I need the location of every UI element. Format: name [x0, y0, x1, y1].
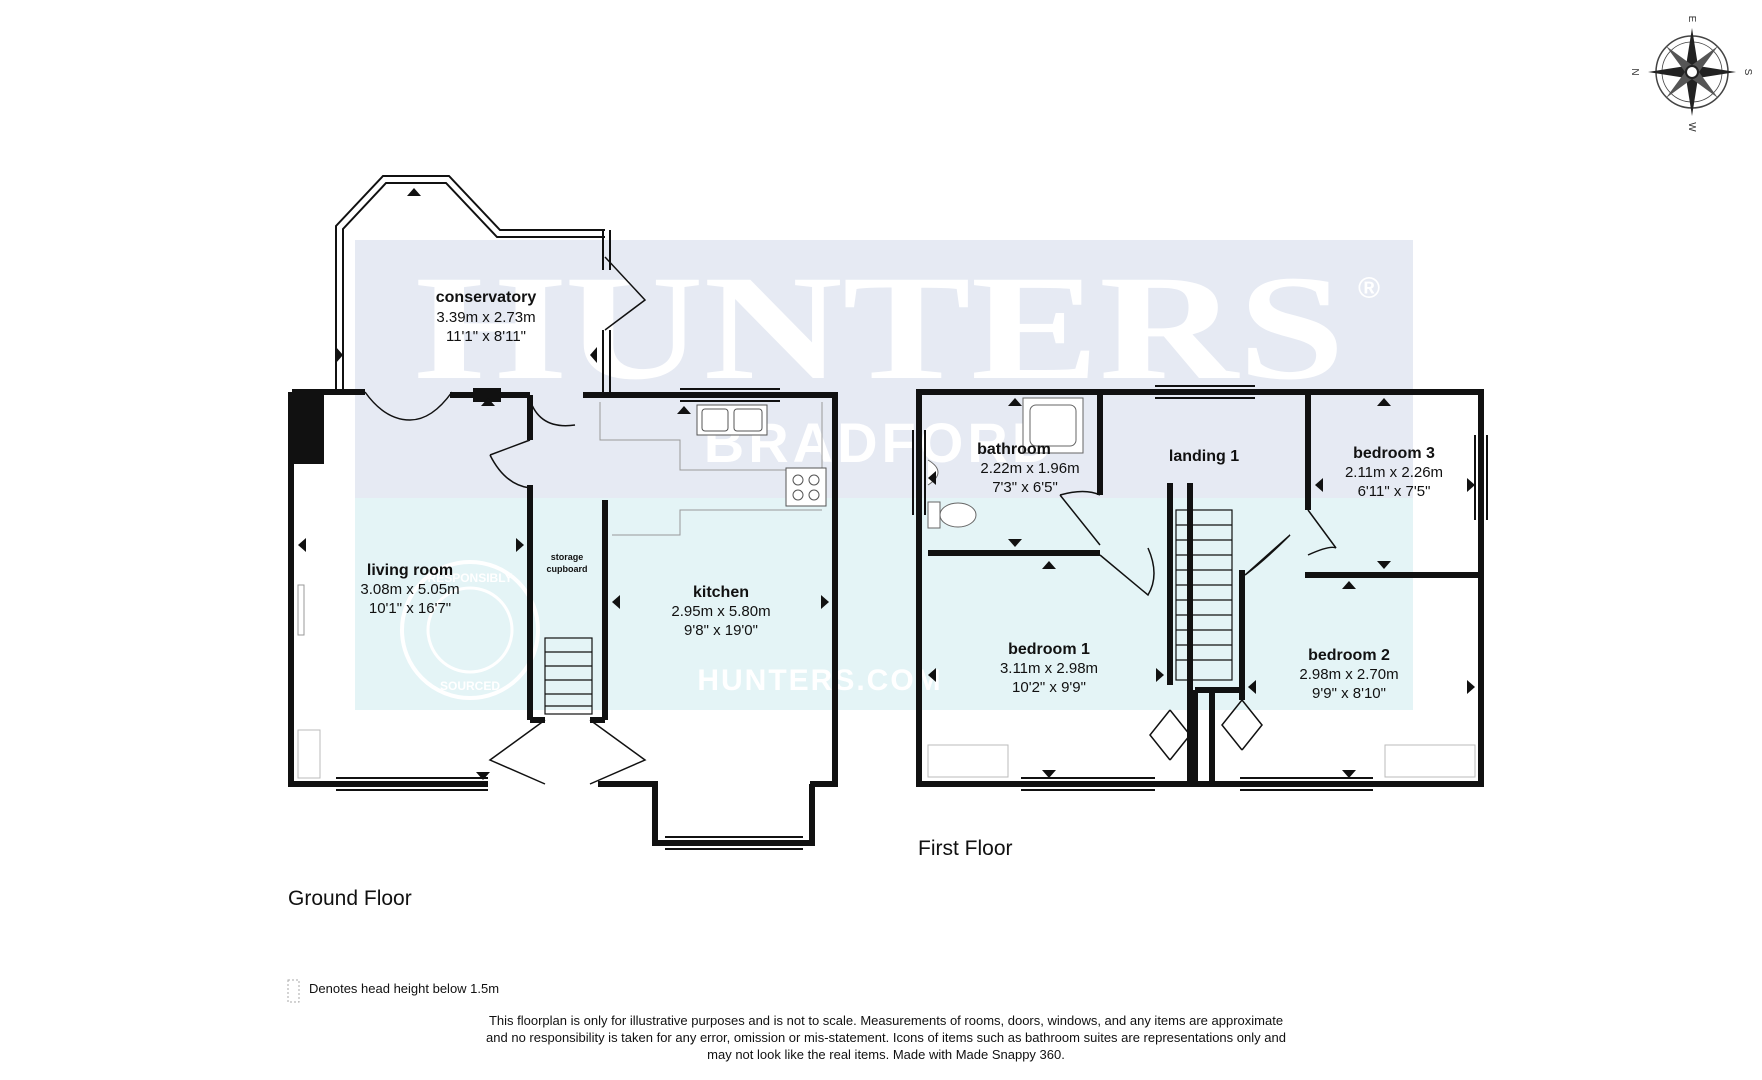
ground-room-labels: conservatory 3.39m x 2.73m 11'1" x 8'11"… [288, 289, 771, 910]
watermark-registered: ® [1358, 272, 1380, 305]
bedroom2-name: bedroom 2 [1308, 647, 1390, 664]
disclaimer: This floorplan is only for illustrative … [486, 1013, 1286, 1062]
bedroom1-metric: 3.11m x 2.98m [1000, 660, 1098, 677]
first-floor-title: First Floor [918, 837, 1013, 860]
bedroom2-metric: 2.98m x 2.70m [1299, 666, 1398, 683]
living-room-imperial: 10'1" x 16'7" [369, 600, 451, 617]
sink-icon [696, 404, 768, 436]
bathroom-name: bathroom [977, 441, 1051, 458]
watermark-brand: HUNTERS [415, 245, 1345, 411]
ground-floor-walls [288, 389, 838, 846]
conservatory-metric: 3.39m x 2.73m [436, 309, 535, 326]
bedroom1-imperial: 10'2" x 9'9" [1012, 679, 1086, 696]
conservatory-walls [335, 175, 611, 392]
compass-n: N [1629, 68, 1640, 75]
conservatory-imperial: 11'1" x 8'11" [446, 328, 526, 345]
compass-e: E [1686, 16, 1697, 23]
bedroom3-name: bedroom 3 [1353, 445, 1435, 462]
stamp-bottom-text: SOURCED [440, 679, 500, 693]
low-head-height-area-b1 [927, 744, 1009, 778]
compass-w: W [1686, 122, 1697, 132]
low-head-height-area-b2 [1384, 744, 1476, 778]
bedroom1-name: bedroom 1 [1008, 641, 1090, 658]
head-height-swatch [287, 979, 300, 1003]
disclaimer-line1: This floorplan is only for illustrative … [489, 1013, 1283, 1028]
first-windows [912, 385, 1488, 791]
hob-icon [785, 467, 827, 507]
ground-dimension-markers [298, 188, 829, 780]
conservatory-name: conservatory [436, 289, 537, 306]
kitchen-imperial: 9'8" x 19'0" [684, 622, 758, 639]
first-stairs [1175, 509, 1233, 681]
disclaimer-line2: and no responsibility is taken for any e… [486, 1030, 1286, 1045]
storage-name-line2: cupboard [546, 564, 587, 574]
responsibly-sourced-stamp: RESPONSIBLY SOURCED [400, 560, 540, 700]
ground-doors [364, 256, 647, 785]
first-floor-walls [916, 389, 1484, 787]
bedroom2-imperial: 9'9" x 8'10" [1312, 685, 1386, 702]
first-dimension-markers [928, 398, 1475, 778]
bedroom3-metric: 2.11m x 2.26m [1345, 464, 1443, 481]
ground-floor-plan [288, 175, 838, 850]
bedroom3-imperial: 6'11" x 7'5" [1358, 483, 1431, 500]
wall-block [473, 388, 501, 402]
fireplace [297, 584, 305, 636]
first-floor-plan [912, 385, 1488, 791]
kitchen-name: kitchen [693, 584, 749, 601]
compass-rose-icon: E W N S [1629, 16, 1753, 133]
bathroom-metric: 2.22m x 1.96m [980, 460, 1079, 477]
chimney-breast [291, 392, 324, 464]
kitchen-metric: 2.95m x 5.80m [671, 603, 770, 620]
first-room-labels: bathroom 2.22m x 1.96m 7'3" x 6'5" landi… [918, 441, 1443, 860]
disclaimer-line3: may not look like the real items. Made w… [707, 1047, 1065, 1062]
ground-floor-title: Ground Floor [288, 887, 412, 910]
stamp-top-text: RESPONSIBLY [428, 571, 513, 585]
head-height-text: Denotes head height below 1.5m [309, 981, 499, 996]
living-room-metric: 3.08m x 5.05m [360, 581, 459, 598]
legend: Denotes head height below 1.5m [287, 979, 499, 1003]
compass-s: S [1742, 69, 1753, 76]
ground-windows [336, 388, 803, 850]
storage-name-line1: storage [551, 552, 584, 562]
toilet-icon [927, 501, 977, 529]
low-head-height-area [297, 729, 321, 779]
ground-stairs [544, 637, 593, 715]
bathroom-imperial: 7'3" x 6'5" [992, 479, 1058, 496]
watermark-website: HUNTERS.COM [697, 664, 942, 697]
living-room-name: living room [367, 562, 453, 579]
bath-icon [1022, 397, 1084, 454]
first-doors [1059, 490, 1337, 761]
kitchen-units [599, 402, 823, 536]
landing-name: landing 1 [1169, 448, 1239, 465]
